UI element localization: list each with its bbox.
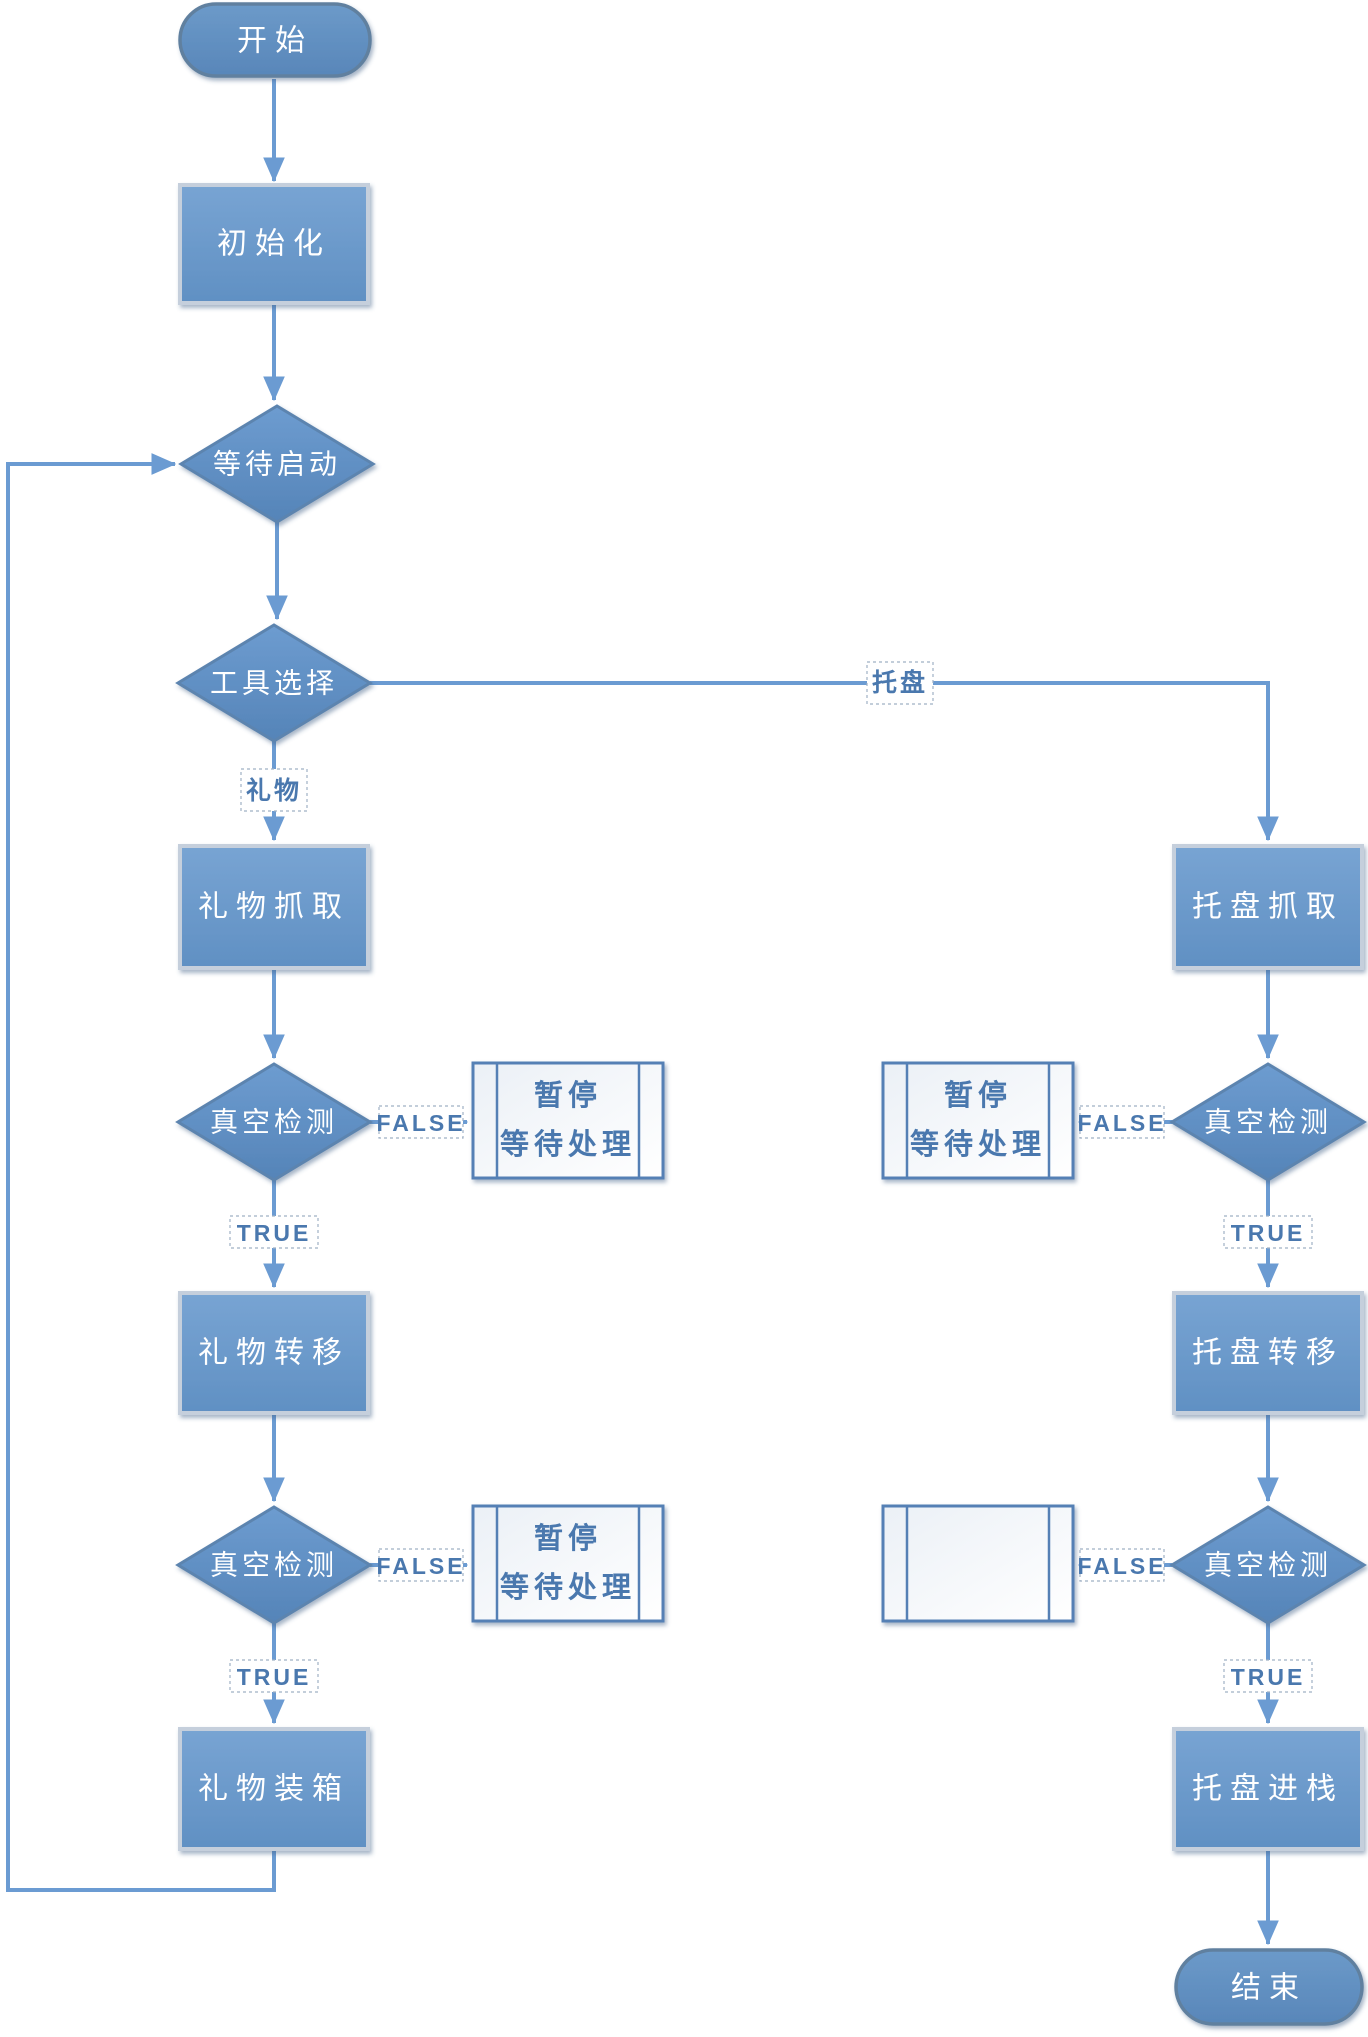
node-gift-pick: 礼物抓取 [178, 844, 370, 970]
gift-pause-1-subprocess-shape [471, 1061, 665, 1180]
gift-pack-label: 礼物装箱 [198, 1773, 350, 1806]
left-true-2-box [229, 1659, 319, 1693]
tray-branch-label-text: 托盘 [872, 668, 928, 697]
edge-label-right-true-1: TRUE [1223, 1215, 1313, 1249]
node-gift-vacuum-check-2: 真空检测 [175, 1505, 373, 1625]
node-init: 初始化 [178, 183, 370, 305]
edge-label-left-true-2: TRUE [229, 1659, 319, 1693]
right-true-2-text: TRUE [1231, 1664, 1306, 1690]
edge-label-left-true-1: TRUE [229, 1215, 319, 1249]
right-false-1-box [1079, 1105, 1165, 1139]
tool-select-decision-shape [175, 623, 373, 743]
node-tray-transfer: 托盘转移 [1172, 1291, 1364, 1415]
right-true-2-box [1223, 1659, 1313, 1693]
connector-toolselect-traypick [370, 681, 1279, 842]
init-label: 初始化 [217, 228, 331, 261]
left-true-2-text: TRUE [237, 1664, 312, 1690]
gift-pause-1-line2: 等待处理 [500, 1127, 636, 1161]
node-gift-pause-2: 暂停 等待处理 [471, 1504, 665, 1623]
start-label: 开始 [237, 25, 313, 58]
left-false-2-text: FALSE [376, 1553, 465, 1579]
tray-stack-process-shape [1172, 1727, 1364, 1851]
gift-branch-label-text: 礼物 [246, 776, 302, 805]
gift-pick-label: 礼物抓取 [198, 891, 350, 924]
left-true-1-box [229, 1215, 319, 1249]
gift-vacuum-check-2-decision-shape [175, 1505, 373, 1625]
gift-vacuum-check-1-label: 真空检测 [210, 1107, 338, 1138]
left-false-1-text: FALSE [376, 1110, 465, 1136]
tray-vacuum-check-2-label: 真空检测 [1204, 1550, 1332, 1581]
tool-select-label: 工具选择 [210, 668, 338, 699]
node-tray-pause-1: 暂停 等待处理 [881, 1061, 1075, 1180]
gift-pause-2-line1: 暂停 [534, 1521, 602, 1555]
gift-branch-label-box [240, 768, 308, 812]
wait-start-decision-shape [178, 404, 376, 524]
edge-label-tray-branch: 托盘 [866, 661, 934, 705]
connector-giftpack-loop-waitstart [6, 453, 276, 1892]
end-label: 结束 [1231, 1972, 1307, 2005]
tray-vacuum-check-1-label: 真空检测 [1204, 1107, 1332, 1138]
node-tray-stack: 托盘进栈 [1172, 1727, 1364, 1851]
end-terminator-shape [1174, 1948, 1364, 2026]
gift-transfer-process-shape [178, 1291, 370, 1415]
gift-pause-2-subprocess-shape [471, 1504, 665, 1623]
tray-vacuum-check-1-decision-shape [1169, 1062, 1367, 1182]
gift-pick-process-shape [178, 844, 370, 970]
gift-pause-1-line1: 暂停 [534, 1078, 602, 1112]
tray-pause-1-line1: 暂停 [944, 1078, 1012, 1112]
start-terminator-shape [178, 2, 372, 78]
tray-pick-label: 托盘抓取 [1192, 891, 1344, 924]
gift-pack-process-shape [178, 1727, 370, 1851]
right-true-1-text: TRUE [1231, 1220, 1306, 1246]
gift-vacuum-check-1-decision-shape [175, 1062, 373, 1182]
right-false-1-text: FALSE [1077, 1110, 1166, 1136]
node-gift-vacuum-check-1: 真空检测 [175, 1062, 373, 1182]
tray-pause-1-subprocess-shape [881, 1061, 1075, 1180]
node-tray-pick: 托盘抓取 [1172, 844, 1364, 970]
edge-label-right-false-2: FALSE [1077, 1548, 1166, 1582]
edge-label-right-false-1: FALSE [1077, 1105, 1166, 1139]
node-tray-vacuum-check-2: 真空检测 [1169, 1505, 1367, 1625]
edge-label-right-true-2: TRUE [1223, 1659, 1313, 1693]
node-gift-pause-1: 暂停 等待处理 [471, 1061, 665, 1180]
wait-start-label: 等待启动 [213, 449, 341, 480]
left-true-1-text: TRUE [237, 1220, 312, 1246]
left-false-1-box [378, 1105, 464, 1139]
tray-transfer-process-shape [1172, 1291, 1364, 1415]
node-end: 结束 [1174, 1948, 1364, 2026]
node-gift-transfer: 礼物转移 [178, 1291, 370, 1415]
right-true-1-box [1223, 1215, 1313, 1249]
tray-vacuum-check-2-decision-shape [1169, 1505, 1367, 1625]
tray-transfer-label: 托盘转移 [1192, 1337, 1344, 1370]
tray-branch-label-box [866, 661, 934, 705]
node-tray-pause-2 [881, 1504, 1075, 1623]
edge-label-gift-branch: 礼物 [240, 768, 308, 812]
node-tool-select: 工具选择 [175, 623, 373, 743]
edge-label-left-false-1: FALSE [376, 1105, 465, 1139]
gift-transfer-label: 礼物转移 [198, 1337, 350, 1370]
tray-pick-process-shape [1172, 844, 1364, 970]
node-tray-vacuum-check-1: 真空检测 [1169, 1062, 1367, 1182]
tray-stack-label: 托盘进栈 [1192, 1773, 1344, 1806]
node-gift-pack: 礼物装箱 [178, 1727, 370, 1851]
node-start: 开始 [178, 2, 372, 78]
connectors [6, 79, 1279, 1946]
gift-pause-2-line2: 等待处理 [500, 1570, 636, 1604]
tray-pause-2-subprocess-shape [881, 1504, 1075, 1623]
left-false-2-box [378, 1548, 464, 1582]
edge-label-left-false-2: FALSE [376, 1548, 465, 1582]
right-false-2-text: FALSE [1077, 1553, 1166, 1579]
tray-pause-1-line2: 等待处理 [910, 1127, 1046, 1161]
gift-vacuum-check-2-label: 真空检测 [210, 1550, 338, 1581]
node-wait-start: 等待启动 [178, 404, 376, 524]
init-process-shape [178, 183, 370, 305]
right-false-2-box [1079, 1548, 1165, 1582]
